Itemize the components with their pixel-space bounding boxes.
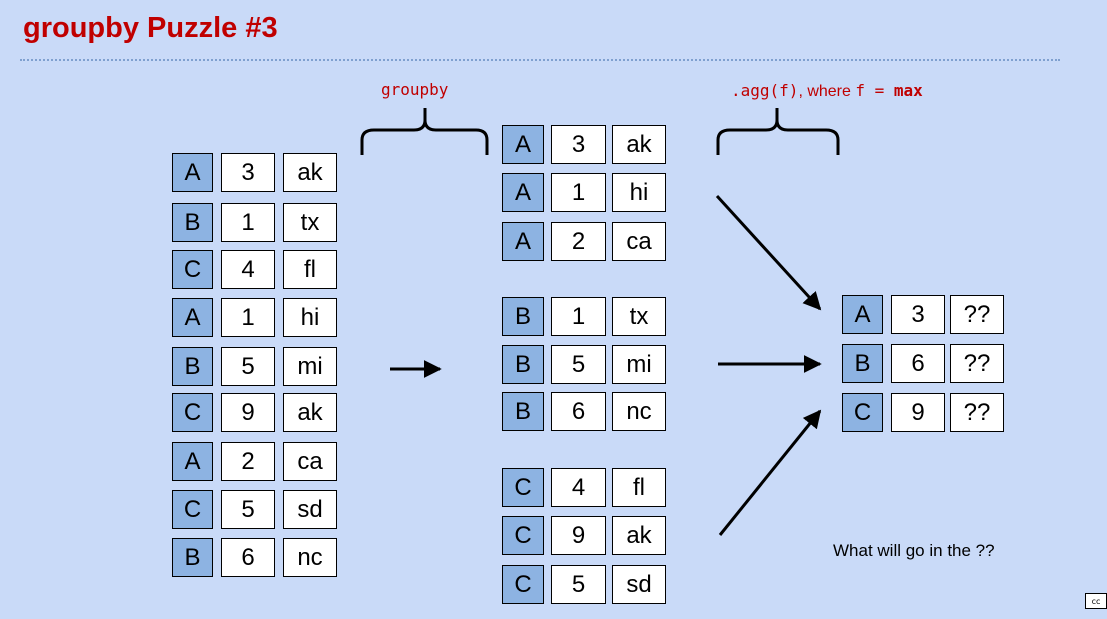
- result-row-key-cell: A: [842, 295, 883, 334]
- group-a-row-key-cell: A: [502, 222, 544, 261]
- group-b-row-key-cell: B: [502, 392, 544, 431]
- agg-brace: [716, 108, 840, 155]
- input-row-key-cell: C: [172, 393, 213, 432]
- group-b-row-code-cell: tx: [612, 297, 666, 336]
- group-a-row-key-cell: A: [502, 125, 544, 164]
- group-c-arrow: [718, 409, 822, 536]
- input-row-code-cell: mi: [283, 347, 337, 386]
- groupby-label: groupby: [381, 80, 449, 99]
- input-row-key-cell: A: [172, 298, 213, 337]
- group-c-row-code-cell: fl: [612, 468, 666, 507]
- input-row-number-cell: 3: [221, 153, 275, 192]
- group-a-row-number-cell: 1: [551, 173, 606, 212]
- group-c-row-number-cell: 5: [551, 565, 606, 604]
- input-row-key-cell: A: [172, 442, 213, 481]
- input-row-number-cell: 1: [221, 203, 275, 242]
- group-a-row-key-cell: A: [502, 173, 544, 212]
- group-b-row-number-cell: 5: [551, 345, 606, 384]
- question-text: What will go in the ??: [833, 541, 995, 560]
- input-row-code-cell: nc: [283, 538, 337, 577]
- group-c-row-number-cell: 9: [551, 516, 606, 555]
- input-row-key-cell: C: [172, 490, 213, 529]
- group-a-row-code-cell: hi: [612, 173, 666, 212]
- group-b-row-code-cell: nc: [612, 392, 666, 431]
- group-b-row-key-cell: B: [502, 297, 544, 336]
- license-badge: cc: [1085, 593, 1107, 609]
- input-row-code-cell: hi: [283, 298, 337, 337]
- group-c-row-number-cell: 4: [551, 468, 606, 507]
- result-row-key-cell: B: [842, 344, 883, 383]
- input-row-code-cell: fl: [283, 250, 337, 289]
- group-b-row-code-cell: mi: [612, 345, 666, 384]
- result-row-key-cell: C: [842, 393, 883, 432]
- agg-where: , where: [798, 83, 856, 100]
- group-c-row-key-cell: C: [502, 516, 544, 555]
- input-row-number-cell: 5: [221, 490, 275, 529]
- result-row-code-cell: ??: [950, 393, 1004, 432]
- group-a-row-number-cell: 3: [551, 125, 606, 164]
- group-b-row-number-cell: 1: [551, 297, 606, 336]
- result-row-code-cell: ??: [950, 295, 1004, 334]
- input-row-number-cell: 5: [221, 347, 275, 386]
- agg-eq: =: [865, 81, 894, 100]
- input-row-key-cell: B: [172, 347, 213, 386]
- result-row-number-cell: 6: [891, 344, 945, 383]
- result-row-number-cell: 9: [891, 393, 945, 432]
- group-a-arrow: [715, 194, 822, 311]
- groupby-brace: [360, 108, 489, 155]
- agg-code: .agg(f): [731, 81, 799, 100]
- page-title: groupby Puzzle #3: [23, 12, 278, 44]
- input-row-code-cell: ak: [283, 393, 337, 432]
- group-c-row-code-cell: ak: [612, 516, 666, 555]
- group-c-row-code-cell: sd: [612, 565, 666, 604]
- group-b-row-number-cell: 6: [551, 392, 606, 431]
- agg-f: f: [855, 81, 865, 100]
- agg-label: .agg(f), where f = max: [731, 81, 923, 101]
- group-a-row-number-cell: 2: [551, 222, 606, 261]
- input-row-number-cell: 1: [221, 298, 275, 337]
- title-divider: [20, 59, 1060, 61]
- input-row-code-cell: ca: [283, 442, 337, 481]
- input-row-key-cell: A: [172, 153, 213, 192]
- input-row-code-cell: sd: [283, 490, 337, 529]
- agg-function: max: [893, 81, 923, 100]
- input-row-number-cell: 6: [221, 538, 275, 577]
- input-row-code-cell: ak: [283, 153, 337, 192]
- group-c-row-key-cell: C: [502, 565, 544, 604]
- group-a-row-code-cell: ak: [612, 125, 666, 164]
- group-c-row-key-cell: C: [502, 468, 544, 507]
- input-row-number-cell: 2: [221, 442, 275, 481]
- input-row-key-cell: B: [172, 538, 213, 577]
- input-row-number-cell: 4: [221, 250, 275, 289]
- result-row-code-cell: ??: [950, 344, 1004, 383]
- group-b-row-key-cell: B: [502, 345, 544, 384]
- input-row-number-cell: 9: [221, 393, 275, 432]
- group-a-row-code-cell: ca: [612, 222, 666, 261]
- result-row-number-cell: 3: [891, 295, 945, 334]
- input-row-key-cell: C: [172, 250, 213, 289]
- input-row-key-cell: B: [172, 203, 213, 242]
- input-row-code-cell: tx: [283, 203, 337, 242]
